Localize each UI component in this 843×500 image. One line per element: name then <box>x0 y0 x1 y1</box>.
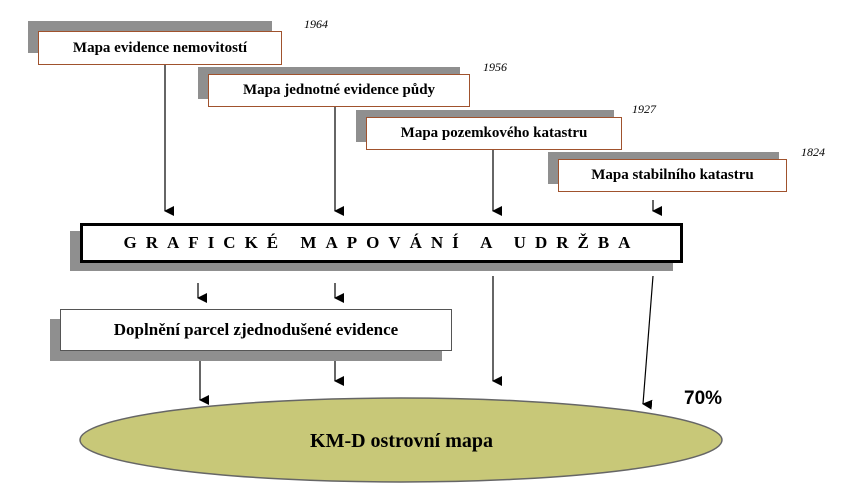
result-ellipse <box>79 397 723 483</box>
graphic-mapping-banner: GRAFICKÉ MAPOVÁNÍ A UDRŽBA <box>80 223 683 263</box>
source-label: Mapa stabilního katastru <box>591 167 754 183</box>
year-label-1824: 1824 <box>801 145 825 159</box>
year-label-1927: 1927 <box>632 102 656 116</box>
coverage-percent: 70% <box>684 388 723 409</box>
supplement-box: Doplnění parcel zjednodušené evidence <box>60 309 452 351</box>
supplement-label: Doplnění parcel zjednodušené evidence <box>113 320 399 339</box>
year-label-1964: 1964 <box>304 17 328 31</box>
source-box-1964: Mapa evidence nemovitostí <box>38 31 282 65</box>
banner-label: GRAFICKÉ MAPOVÁNÍ A UDRŽBA <box>123 233 640 252</box>
result-label: KM-D ostrovní mapa <box>310 429 493 452</box>
source-box-1824: Mapa stabilního katastru <box>558 159 787 192</box>
source-box-1956: Mapa jednotné evidence půdy <box>208 74 470 107</box>
source-label: Mapa evidence nemovitostí <box>72 39 248 56</box>
source-label: Mapa pozemkového katastru <box>400 125 588 141</box>
year-label-1956: 1956 <box>483 60 507 74</box>
source-label: Mapa jednotné evidence půdy <box>242 82 436 98</box>
arrow-banner-to-result-1824 <box>642 275 654 410</box>
source-box-1927: Mapa pozemkového katastru <box>366 117 622 150</box>
